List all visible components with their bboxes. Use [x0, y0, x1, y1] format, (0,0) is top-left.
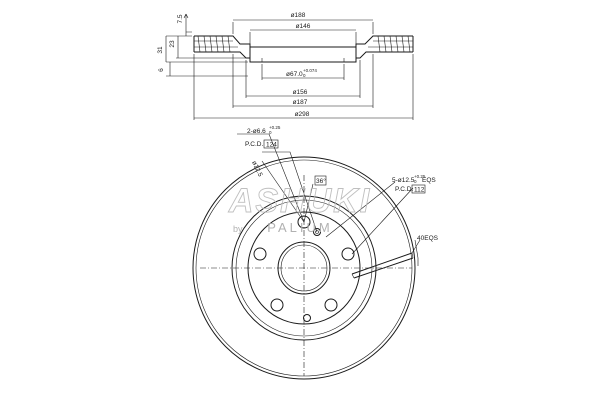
wear-slot: [351, 239, 419, 279]
pcd2-value: 112: [414, 187, 425, 194]
dim-146: ø146: [296, 23, 311, 30]
angle-label: 36°: [316, 177, 326, 185]
dim-31: 31: [157, 46, 164, 54]
dim-67-tol2: 0: [303, 73, 306, 78]
dim-6: 6: [158, 68, 165, 72]
pcd1-value: 124: [266, 142, 277, 149]
bolts-label: 5-ø12.5: [392, 177, 415, 184]
bolts-eqs: EQS: [422, 177, 436, 184]
pcd1-label: P.C.D.: [245, 141, 263, 148]
holes-label: 2-ø6.6: [247, 128, 266, 135]
dim-156: ø156: [293, 89, 308, 96]
slots-label: 40EQS: [417, 235, 439, 242]
watermark-by: by: [233, 224, 243, 234]
dim-67: ø67.0: [286, 71, 303, 78]
small-hole: [303, 314, 311, 322]
disc-profile: [193, 35, 414, 63]
dim-188: ø188: [291, 12, 306, 19]
dim-67-tol: +0.074: [303, 68, 317, 73]
holes-tol: +0.25: [269, 125, 281, 130]
holes-tol2: 0: [269, 130, 272, 135]
small-hole: [313, 228, 321, 236]
front-view: 2-ø6.6 +0.25 0 P.C.D. 124 ø12.5 36° 5-ø1…: [192, 125, 439, 380]
bolt-hole: [270, 298, 284, 312]
side-view: ø188 ø146 ø67.0 +0.074 0 ø156 ø187 ø298 …: [157, 12, 414, 120]
side-dimensions: ø188 ø146 ø67.0 +0.074 0 ø156 ø187 ø298 …: [157, 12, 414, 120]
dim-23: 23: [169, 40, 176, 48]
dim-298: ø298: [295, 111, 310, 118]
bolt-hole: [253, 247, 267, 261]
watermark-brand: ASHUKI: [228, 182, 371, 220]
dim-187: ø187: [293, 99, 308, 106]
pcd2-box: [411, 184, 426, 194]
bolts-tol: +0.25: [414, 174, 426, 179]
pcd2-label: P.C.D.: [395, 186, 413, 193]
bolt-hole: [324, 298, 338, 312]
pcd1-box: [263, 139, 279, 149]
small-holes: [303, 228, 321, 322]
d12-5-label: ø12.5: [250, 160, 264, 178]
watermark-sub: PALIUM: [267, 220, 332, 235]
leaders: [237, 133, 421, 255]
dim-7-5: 7.5: [177, 14, 184, 23]
disc-outer-circle: [192, 156, 416, 380]
watermark-logo: ASHUKI by PALIUM: [227, 182, 371, 235]
bolts-tol2: 0: [414, 179, 417, 184]
bolt-hole: [341, 247, 355, 261]
angle-box: [314, 175, 327, 186]
